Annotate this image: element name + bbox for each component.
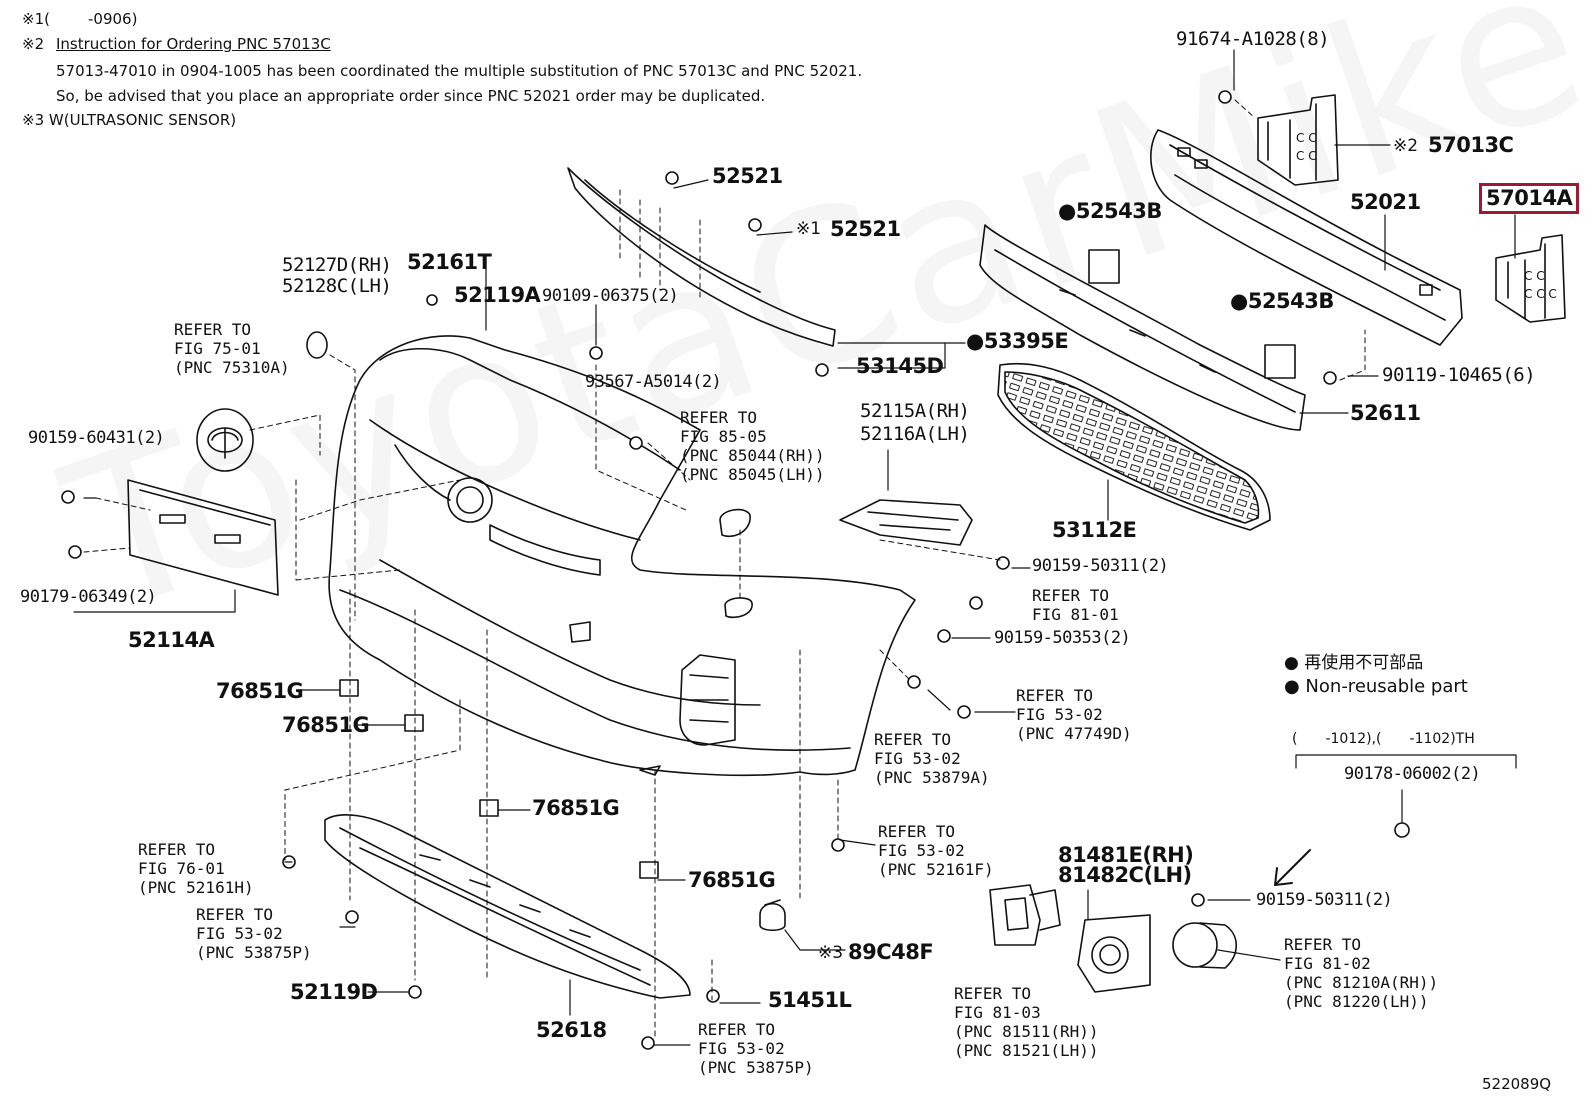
note-2-line-2: So, be advised that you place an appropr… [56,87,766,105]
refer-fig-81-02[interactable]: REFER TO FIG 81-02 (PNC 81210A(RH)) (PNC… [1284,935,1439,1011]
refer-fig-81-01[interactable]: REFER TO FIG 81-01 [1032,586,1119,624]
pad-52543b-2 [1264,344,1296,379]
label-52127d: 52127D(RH) [282,254,392,276]
ultrasonic-sensor [759,899,786,932]
label-52128c: 52128C(LH) [282,275,392,297]
label-52521-2: 52521 [830,217,901,241]
legend-non-reusable: ● Non-reusable part [1284,676,1468,697]
label-51451l: 51451L [768,988,852,1012]
label-90159-50311-b: 90159-50311(2) [1256,890,1393,910]
absorber-52611 [979,224,1306,431]
side-bracket-52115a [839,499,973,546]
grille-53112e [997,362,1271,531]
label-52119d: 52119D [290,980,378,1004]
fog-lamp [1172,922,1238,969]
refer-fig-53-02-53875p-b[interactable]: REFER TO FIG 53-02 (PNC 53875P) [698,1020,814,1077]
label-90109: 90109-06375(2) [542,286,679,306]
label-76851g-1: 76851G [216,679,304,703]
refer-fig-81-03[interactable]: REFER TO FIG 81-03 (PNC 81511(RH)) (PNC … [954,984,1099,1060]
label-52021: 52021 [1350,190,1421,214]
label-52116a: 52116A(LH) [860,423,970,445]
label-76851g-3: 76851G [532,796,620,820]
label-76851g-4: 76851G [688,868,776,892]
refer-fig-53-02-53875p-a[interactable]: REFER TO FIG 53-02 (PNC 53875P) [196,905,312,962]
upper-retainer [567,167,836,347]
label-76851g-2: 76851G [282,713,370,737]
label-52119a: 52119A [454,283,541,307]
label-52611: 52611 [1350,401,1421,425]
refer-fig-53-02-53879a[interactable]: REFER TO FIG 53-02 (PNC 53879A) [874,730,990,787]
note-3: ※3 W(ULTRASONIC SENSOR) [22,111,237,129]
bracket-57013c: C C C C [1257,94,1339,186]
fog-bezel [989,884,1151,993]
label-89c48f-mark: ※3 [818,943,844,963]
lower-cover-52618 [324,814,691,999]
label-52521-mark: ※1 [796,219,822,239]
label-89c48f: 89C48F [848,940,934,964]
note-2-mark: ※2 [22,35,45,53]
label-90119: 90119-10465(6) [1382,364,1536,386]
label-90178: 90178-06002(2) [1344,764,1481,784]
note-1-range: -0906) [88,10,138,28]
label-90159-60431: 90159-60431(2) [28,428,165,448]
refer-fig-76-01[interactable]: REFER TO FIG 76-01 (PNC 52161H) [138,840,254,897]
refer-fig-53-02-52161f[interactable]: REFER TO FIG 53-02 (PNC 52161F) [878,822,994,879]
date-range: ( -1012),( -1102)TH [1292,731,1475,747]
bumper-cover [328,335,916,777]
refer-fig-85-05[interactable]: REFER TO FIG 85-05 (PNC 85044(RH)) (PNC … [680,408,825,484]
leader-lines [73,49,1517,1046]
svg-text:C C: C C [1296,131,1317,145]
label-53395e: ●53395E [966,329,1069,353]
pad-52543b-1 [1088,249,1120,284]
label-90159-50353: 90159-50353(2) [994,628,1131,648]
refer-fig-53-02-47749d[interactable]: REFER TO FIG 53-02 (PNC 47749D) [1016,686,1132,743]
label-81481e: 81481E(RH) [1058,843,1194,867]
fasteners [61,90,1410,1050]
label-52115a: 52115A(RH) [860,400,970,422]
label-91674: 91674-A1028(8) [1176,28,1330,50]
note-2-line-1: 57013-47010 in 0904-1005 has been coordi… [56,62,863,80]
label-52618: 52618 [536,1018,607,1042]
label-57013c: 57013C [1428,133,1514,157]
clips-76851g [339,679,659,879]
legend-japanese: ● 再使用不可部品 [1284,653,1424,673]
svg-text:C C: C C [1524,269,1545,283]
label-90159-50311-a: 90159-50311(2) [1032,556,1169,576]
label-93567: 93567-A5014(2) [585,372,722,392]
label-57014a: 57014A [1478,183,1580,214]
note-2-title: Instruction for Ordering PNC 57013C [56,35,331,53]
emblem [196,408,254,472]
label-52114a: 52114A [128,628,215,652]
diagram-code: 522089Q [1482,1075,1552,1093]
label-57013c-mark: ※2 [1393,136,1419,156]
svg-text:C C C: C C C [1524,287,1557,301]
reinforcement-52021 [1150,129,1463,346]
label-52161t: 52161T [407,250,492,274]
label-52521-1: 52521 [712,164,783,188]
label-52543b-1: ●52543B [1058,199,1162,223]
dashed-guides [83,99,1366,1041]
label-90179: 90179-06349(2) [20,587,157,607]
svg-text:C C: C C [1296,149,1317,163]
label-53112e: 53112E [1052,518,1137,542]
label-81482c: 81482C(LH) [1058,863,1192,887]
license-bracket-52114a [127,479,279,596]
direction-arrow [1274,849,1311,886]
bracket-57014a: C C C C C [1495,234,1566,323]
refer-fig-75-01[interactable]: REFER TO FIG 75-01 (PNC 75310A) [174,320,290,377]
label-52543b-2: ●52543B [1230,289,1334,313]
label-53145d: 53145D [856,354,944,378]
note-1-mark: ※1( [22,10,50,28]
